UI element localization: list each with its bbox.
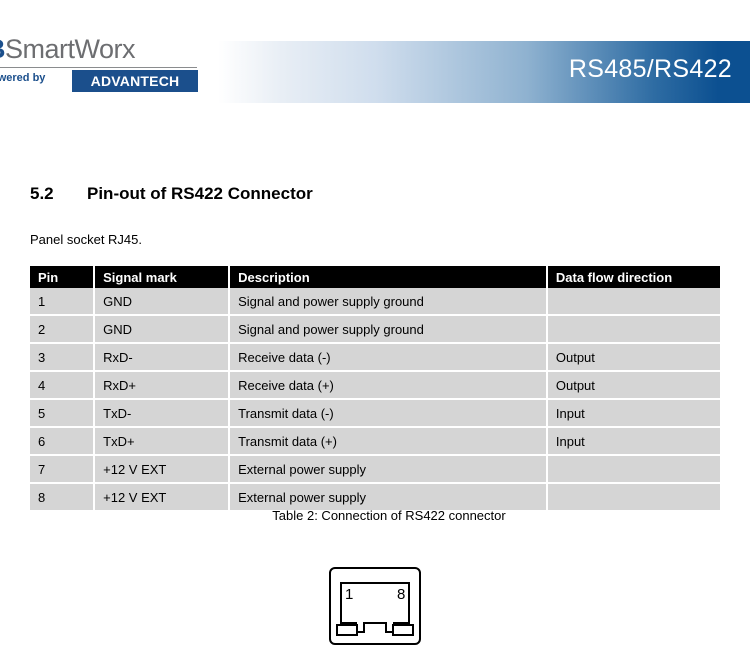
table-body: 1 GND Signal and power supply ground 2 G… xyxy=(30,288,720,512)
pin-label-last: 8 xyxy=(397,586,405,603)
cell-description: External power supply xyxy=(228,455,547,484)
smartworx-b-mark: B xyxy=(0,34,6,64)
column-header-signal-mark: Signal mark xyxy=(93,266,230,288)
cell-data-flow: Input xyxy=(545,399,720,428)
cell-signal-mark: RxD- xyxy=(93,343,230,372)
cell-data-flow: Output xyxy=(545,343,720,372)
cell-pin: 4 xyxy=(30,371,95,400)
cell-signal-mark: TxD- xyxy=(93,399,230,428)
table-row: 1 GND Signal and power supply ground xyxy=(30,288,720,316)
cell-description: Receive data (+) xyxy=(228,371,547,400)
table-row: 8 +12 V EXT External power supply xyxy=(30,483,720,512)
cell-pin: 7 xyxy=(30,455,95,484)
table-caption: Table 2: Connection of RS422 connector xyxy=(272,508,506,523)
table-row: 7 +12 V EXT External power supply xyxy=(30,455,720,484)
cell-signal-mark: TxD+ xyxy=(93,427,230,456)
column-header-data-flow: Data flow direction xyxy=(545,266,720,288)
powered-by-label: owered by xyxy=(0,72,46,84)
table-header-row: Pin Signal mark Description Data flow di… xyxy=(30,266,720,288)
cell-signal-mark: GND xyxy=(93,288,230,316)
section-number: 5.2 xyxy=(30,184,54,203)
cell-pin: 2 xyxy=(30,315,95,344)
rj45-socket-diagram: 1 8 xyxy=(328,566,422,646)
header-title: RS485/RS422 xyxy=(568,55,732,83)
brand-logo: BSmartWorx owered by ADVANTECH xyxy=(0,34,215,106)
advantech-logo-box: ADVANTECH xyxy=(72,70,198,92)
table-row: 6 TxD+ Transmit data (+) Input xyxy=(30,427,720,456)
table-row: 5 TxD- Transmit data (-) Input xyxy=(30,399,720,428)
cell-pin: 3 xyxy=(30,343,95,372)
cell-signal-mark: GND xyxy=(93,315,230,344)
cell-data-flow xyxy=(545,455,720,484)
column-header-pin: Pin xyxy=(30,266,95,288)
cell-pin: 5 xyxy=(30,399,95,428)
cell-description: External power supply xyxy=(228,483,547,512)
smartworx-wordmark: BSmartWorx xyxy=(0,34,136,65)
cell-signal-mark: +12 V EXT xyxy=(93,483,230,512)
cell-description: Signal and power supply ground xyxy=(228,288,547,316)
cell-data-flow xyxy=(545,483,720,512)
cell-signal-mark: RxD+ xyxy=(93,371,230,400)
logo-divider-rule xyxy=(0,67,197,68)
table-row: 4 RxD+ Receive data (+) Output xyxy=(30,371,720,400)
cell-pin: 6 xyxy=(30,427,95,456)
cell-pin: 8 xyxy=(30,483,95,512)
cell-description: Transmit data (-) xyxy=(228,399,547,428)
column-header-description: Description xyxy=(228,266,547,288)
cell-pin: 1 xyxy=(30,288,95,316)
table-row: 3 RxD- Receive data (-) Output xyxy=(30,343,720,372)
smartworx-text: SmartWorx xyxy=(5,34,136,64)
cell-description: Signal and power supply ground xyxy=(228,315,547,344)
section-intro-text: Panel socket RJ45. xyxy=(30,232,143,247)
cell-signal-mark: +12 V EXT xyxy=(93,455,230,484)
cell-description: Transmit data (+) xyxy=(228,427,547,456)
section-title: Pin-out of RS422 Connector xyxy=(87,184,313,203)
page-title: 5.2 Pin-out of RS422 Connector xyxy=(30,184,313,204)
cell-data-flow xyxy=(545,315,720,344)
cell-data-flow xyxy=(545,288,720,316)
page-header: RS485/RS422 xyxy=(0,41,750,103)
pinout-table: Pin Signal mark Description Data flow di… xyxy=(30,266,720,512)
advantech-logo-text: ADVANTECH xyxy=(90,73,180,89)
table-header: Pin Signal mark Description Data flow di… xyxy=(30,266,720,288)
cell-description: Receive data (-) xyxy=(228,343,547,372)
pin-label-first: 1 xyxy=(345,586,353,603)
cell-data-flow: Input xyxy=(545,427,720,456)
header-gradient-band xyxy=(218,41,750,103)
cell-data-flow: Output xyxy=(545,371,720,400)
table-row: 2 GND Signal and power supply ground xyxy=(30,315,720,344)
